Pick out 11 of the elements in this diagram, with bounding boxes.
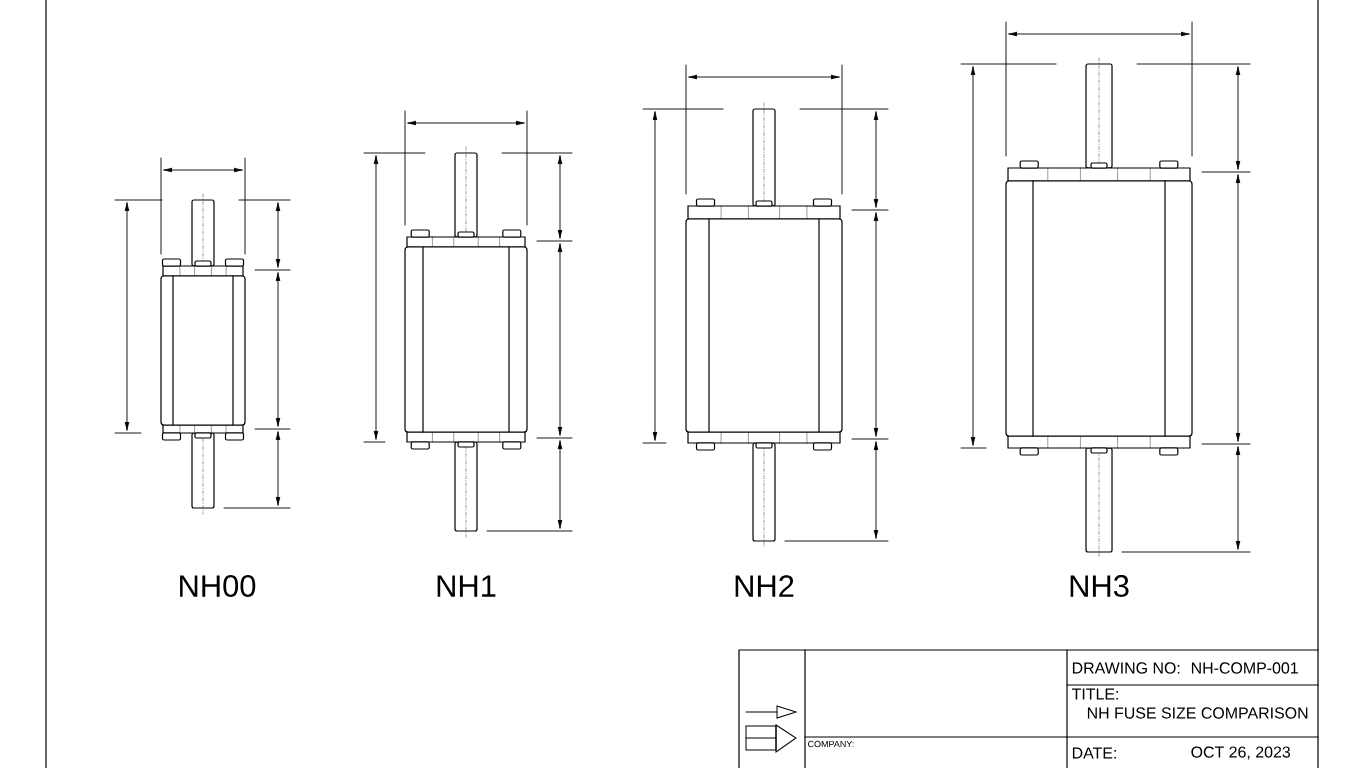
title-block-text: DRAWING NO: — [1072, 662, 1180, 674]
title-block-text: NH-COMP-001 — [1191, 662, 1298, 674]
title-block-text: COMPANY: — [808, 740, 854, 748]
size-label: NH1 — [437, 575, 496, 597]
size-label: NH3 — [1070, 575, 1129, 597]
title-block-text: NH FUSE SIZE COMPARISON — [1087, 707, 1308, 719]
title-block-text: DATE: — [1072, 747, 1116, 759]
size-label: NH00 — [180, 575, 256, 597]
size-label: NH2 — [735, 575, 794, 597]
title-block-text: OCT 26, 2023 — [1191, 746, 1290, 760]
title-block-text: TITLE: — [1072, 688, 1118, 700]
